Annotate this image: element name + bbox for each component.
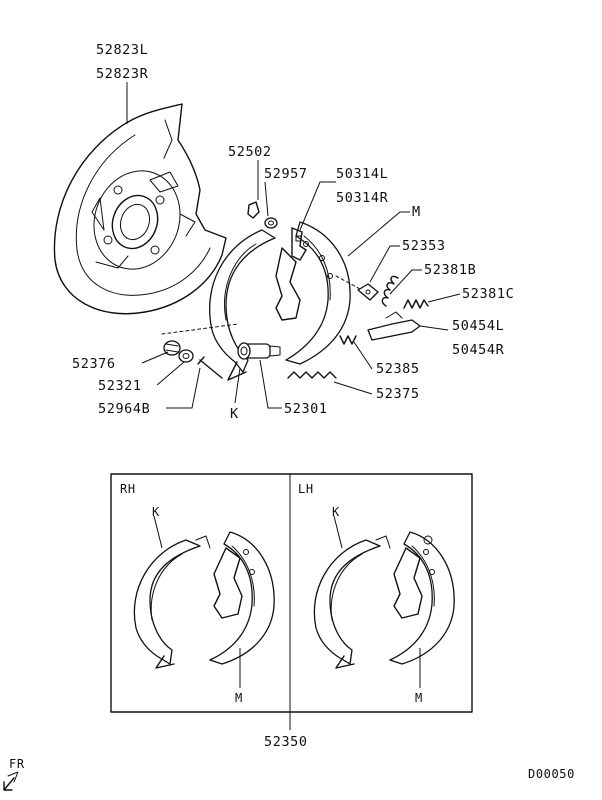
label-50314l: 50314L bbox=[336, 166, 388, 182]
clip-52502 bbox=[247, 201, 260, 219]
label-52375: 52375 bbox=[376, 386, 420, 402]
label-52376: 52376 bbox=[72, 356, 116, 372]
kit-lh-label: LH bbox=[298, 482, 314, 496]
label-52502: 52502 bbox=[228, 144, 272, 160]
label-52381c: 52381C bbox=[462, 286, 514, 302]
label-52301: 52301 bbox=[284, 401, 328, 417]
spring-52376 bbox=[163, 340, 181, 356]
label-m-top: M bbox=[412, 204, 421, 220]
adjuster bbox=[237, 342, 281, 360]
label-50454l: 50454L bbox=[452, 318, 504, 334]
label-52353: 52353 bbox=[402, 238, 446, 254]
spring-52381c bbox=[403, 299, 429, 309]
spring-52375 bbox=[287, 371, 337, 379]
label-52964b: 52964B bbox=[98, 401, 150, 417]
kit-lh-k-label: K bbox=[332, 505, 340, 519]
front-direction-arrow-icon bbox=[3, 771, 19, 791]
kit-box: RH LH K M K bbox=[110, 473, 473, 750]
backing-plate bbox=[53, 103, 227, 315]
brake-shoe-k bbox=[209, 229, 276, 381]
label-52381b: 52381B bbox=[424, 262, 476, 278]
fr-label: FR bbox=[9, 757, 25, 771]
kit-rh-m-label: M bbox=[235, 691, 243, 705]
pin-52964b bbox=[197, 356, 223, 379]
label-50314r: 50314R bbox=[336, 190, 389, 206]
diagram-code: D00050 bbox=[528, 767, 575, 781]
kit-lh-shoe-m: M bbox=[389, 531, 455, 705]
label-52321: 52321 bbox=[98, 378, 142, 394]
parking-lever bbox=[291, 227, 307, 261]
label-52385: 52385 bbox=[376, 361, 420, 377]
kit-lh-shoe-k: K bbox=[313, 505, 391, 669]
brake-shoe-m bbox=[275, 221, 351, 365]
spring-52385 bbox=[339, 335, 357, 345]
kit-lh-m-label: M bbox=[415, 691, 423, 705]
label-50454r: 50454R bbox=[452, 342, 505, 358]
kit-rh-label: RH bbox=[120, 482, 136, 496]
spring-52381b bbox=[381, 275, 399, 307]
kit-rh-shoe-k: K bbox=[133, 505, 211, 669]
strut-52353 bbox=[357, 283, 379, 301]
lever-50454 bbox=[367, 319, 421, 341]
kit-rh-k-label: K bbox=[152, 505, 160, 519]
washer-52321 bbox=[178, 349, 194, 363]
label-52823r: 52823R bbox=[96, 66, 149, 82]
label-k-top: K bbox=[230, 406, 239, 422]
label-52823l: 52823L bbox=[96, 42, 148, 58]
label-52957: 52957 bbox=[264, 166, 308, 182]
washer-52957 bbox=[264, 217, 278, 229]
kit-rh-shoe-m: M bbox=[209, 531, 275, 705]
kit-number-label: 52350 bbox=[264, 734, 308, 750]
